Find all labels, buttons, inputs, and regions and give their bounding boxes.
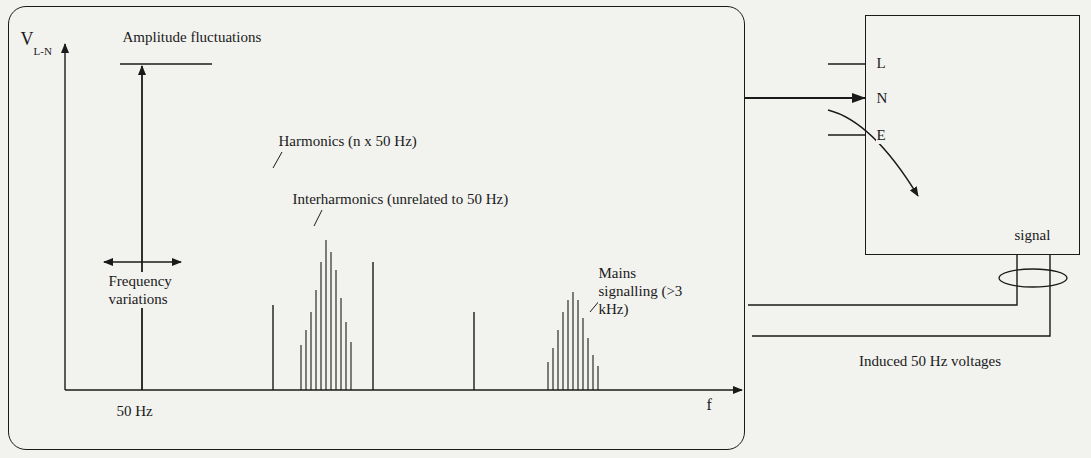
interharmonic-line (320, 262, 321, 390)
interharmonic-line (300, 345, 301, 390)
signalling-line (587, 338, 588, 390)
signalling-line (567, 300, 568, 390)
signal-wire (748, 255, 1017, 305)
signalling-line (547, 362, 548, 390)
leader-line (273, 152, 282, 168)
spectrum-label: Interharmonics (unrelated to 50 Hz) (292, 190, 510, 208)
signalling-line (562, 312, 563, 390)
signalling-line (577, 300, 578, 390)
coupling-arrow (828, 110, 918, 196)
signalling-line (582, 318, 583, 390)
signal-arrow (745, 97, 865, 99)
axis-tick-label: 50 Hz (116, 402, 154, 420)
x-axis (65, 389, 742, 390)
spectrum-label: Mains signalling (>3 kHz) (598, 264, 692, 318)
harmonic-line (473, 312, 474, 390)
signalling-line (572, 292, 573, 390)
harmonic-line (272, 305, 273, 390)
terminal-wire (828, 134, 865, 135)
spectrum-label: Harmonics (n x 50 Hz) (278, 132, 418, 150)
interharmonic-line (335, 270, 336, 390)
interharmonic-line (345, 322, 346, 390)
signalling-line (557, 330, 558, 390)
terminal-label: L (876, 54, 887, 72)
interharmonic-line (305, 330, 306, 390)
interharmonic-line (325, 240, 326, 390)
terminal-wire (828, 63, 865, 64)
interharmonic-line (330, 252, 331, 390)
amplitude-marker (120, 63, 212, 64)
spectrum-label: Frequency variations (108, 272, 190, 308)
y-axis (64, 44, 65, 390)
note-label: Induced 50 Hz voltages (858, 352, 1002, 370)
signalling-line (592, 355, 593, 390)
terminal-label: N (876, 89, 889, 107)
spectrum-axis-subscript: L-N (33, 42, 53, 60)
interharmonic-line (315, 290, 316, 390)
interharmonic-line (340, 298, 341, 390)
terminal-label: signal (1014, 226, 1052, 244)
fundamental-line (141, 66, 143, 390)
leader-line (314, 210, 322, 226)
harmonic-line (372, 262, 373, 390)
cable-loop (999, 269, 1067, 287)
signalling-line (597, 366, 598, 390)
spectrum-panel: VL-NAmplitude fluctuationsHarmonics (n x… (8, 6, 745, 450)
equipment-box: LN Esignal (865, 15, 1080, 255)
interharmonic-line (310, 312, 311, 390)
spectrum-label: Amplitude fluctuations (122, 28, 263, 46)
signal-wire (752, 255, 1050, 336)
terminal-label: E (876, 126, 887, 144)
frequency-arrow (104, 261, 181, 262)
interharmonic-line (350, 342, 351, 390)
signalling-line (552, 348, 553, 390)
axis-label: f (706, 396, 713, 414)
